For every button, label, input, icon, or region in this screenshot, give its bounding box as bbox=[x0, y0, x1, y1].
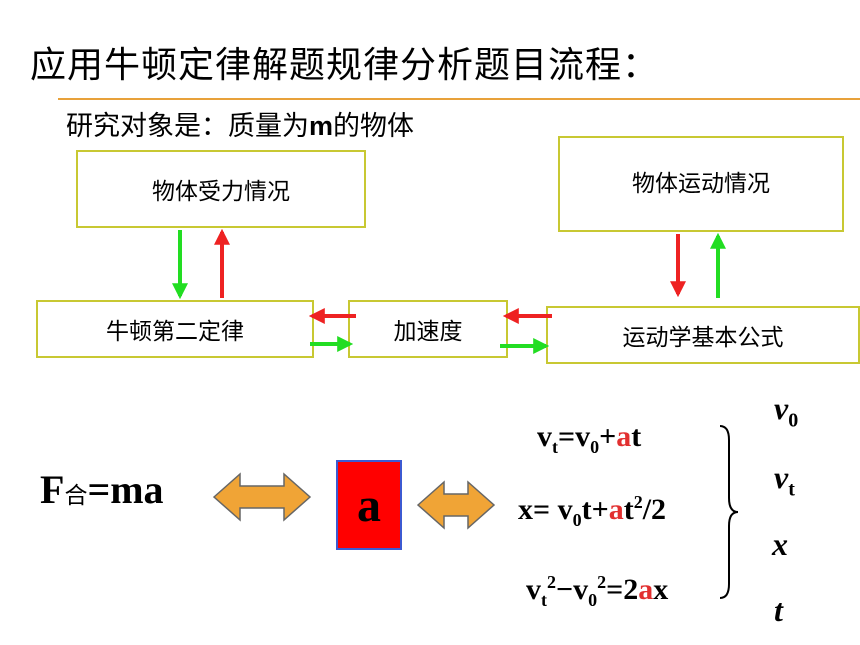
motion-situation-label: 物体运动情况 bbox=[632, 171, 770, 197]
f3-eq: =2 bbox=[606, 573, 639, 606]
f3-minus: −v bbox=[556, 573, 589, 606]
research-object-suffix: 的物体 bbox=[333, 111, 415, 142]
mass-symbol: m bbox=[309, 111, 334, 141]
displacement-formula: x= v0t+at2/2 bbox=[518, 492, 666, 531]
v0-base: v bbox=[774, 390, 789, 426]
f2-t: t bbox=[623, 493, 634, 526]
f3-a: a bbox=[638, 573, 654, 606]
f3-sq1: 2 bbox=[547, 572, 556, 592]
left-double-arrow bbox=[212, 472, 312, 522]
f1-a: a bbox=[616, 420, 632, 453]
slide-title: 应用牛顿定律解题规律分析题目流程： bbox=[30, 45, 660, 86]
force-situation-label: 物体受力情况 bbox=[152, 179, 290, 205]
research-object-prefix: 研究对象是：质量为 bbox=[66, 111, 309, 142]
v0-sub: 0 bbox=[788, 409, 799, 432]
f2-div: /2 bbox=[642, 493, 667, 526]
research-object-line: 研究对象是：质量为m的物体 bbox=[66, 104, 414, 143]
var-initial-velocity: v0 bbox=[774, 390, 798, 432]
newton-second-law-box: 牛顿第二定律 bbox=[36, 300, 314, 358]
right-double-arrow bbox=[416, 480, 496, 530]
newton-equation: F合=ma bbox=[40, 466, 164, 513]
f1-v: v bbox=[537, 420, 552, 453]
vt-base: v bbox=[774, 459, 789, 495]
f1-plus: + bbox=[599, 420, 617, 453]
force-situation-box: 物体受力情况 bbox=[76, 150, 366, 228]
f3-t-sub: t bbox=[541, 590, 547, 610]
f1-zero-sub: 0 bbox=[590, 437, 600, 457]
f3-x: x bbox=[653, 573, 669, 606]
kinematics-formulas-box: 运动学基本公式 bbox=[546, 306, 860, 364]
acceleration-symbol-box: a bbox=[336, 460, 402, 550]
f1-t: t bbox=[631, 420, 642, 453]
f1-t-sub: t bbox=[552, 437, 558, 457]
force-letter: F bbox=[40, 467, 65, 512]
vt-sub: t bbox=[788, 478, 795, 501]
f1-eq: =v bbox=[558, 420, 591, 453]
velocity-displacement-formula: vt2−v02=2ax bbox=[526, 572, 668, 611]
equation-rhs: =ma bbox=[87, 467, 164, 512]
f2-a: a bbox=[608, 493, 624, 526]
f2-zero-sub: 0 bbox=[572, 510, 582, 530]
f2-lhs: x= v bbox=[518, 493, 573, 526]
var-displacement: x bbox=[772, 526, 788, 562]
acceleration-label: 加速度 bbox=[393, 319, 463, 345]
net-force-subscript: 合 bbox=[64, 483, 88, 509]
right-curly-brace bbox=[719, 425, 739, 599]
f3-zero-sub: 0 bbox=[588, 590, 598, 610]
velocity-formula: vt=v0+at bbox=[537, 420, 641, 458]
f3-sq2: 2 bbox=[597, 572, 607, 592]
f3-v: v bbox=[526, 573, 541, 606]
title-underline bbox=[58, 98, 860, 100]
var-final-velocity: vt bbox=[774, 459, 795, 501]
f2-t-plus: t+ bbox=[581, 493, 609, 526]
acceleration-symbol: a bbox=[357, 478, 381, 532]
motion-situation-box: 物体运动情况 bbox=[558, 136, 844, 232]
newton-second-law-label: 牛顿第二定律 bbox=[106, 319, 244, 345]
acceleration-box: 加速度 bbox=[348, 300, 508, 358]
kinematics-formulas-label: 运动学基本公式 bbox=[622, 325, 784, 351]
var-time: t bbox=[774, 592, 783, 628]
f2-sq: 2 bbox=[633, 492, 643, 512]
